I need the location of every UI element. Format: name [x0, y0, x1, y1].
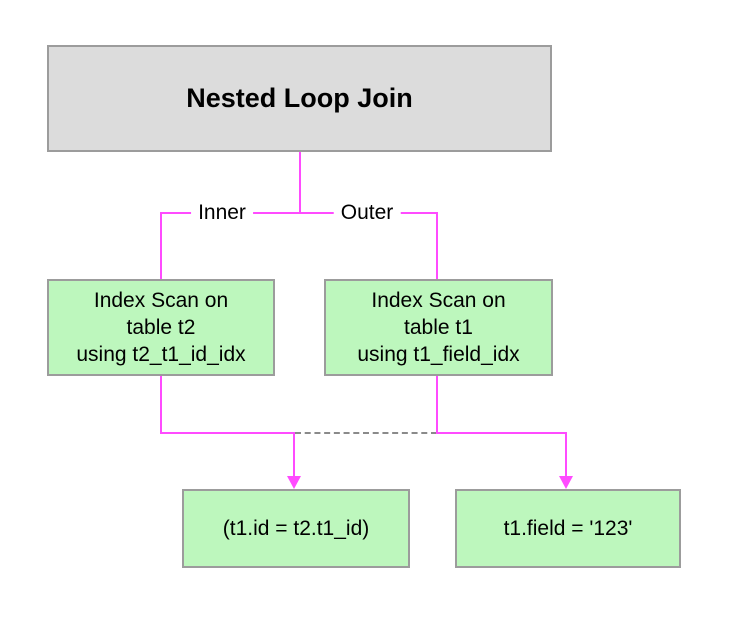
edge-label-outer: Outer	[333, 201, 401, 225]
join-condition-label: (t1.id = t2.t1_id)	[222, 516, 370, 540]
edge-label-inner: Inner	[191, 201, 253, 225]
arrowhead-filter-condition	[559, 476, 573, 489]
connector-label-rail	[160, 212, 438, 214]
filter-condition-label: t1.field = '123'	[503, 516, 633, 540]
index-scan-t2-line3: using t2_t1_id_idx	[76, 343, 246, 366]
join-condition-node: (t1.id = t2.t1_id)	[182, 489, 410, 568]
connector-root-drop	[299, 152, 301, 214]
index-scan-t2-node: Index Scan on table t2 using t2_t1_id_id…	[47, 279, 275, 376]
index-scan-t1-line3: using t1_field_idx	[357, 343, 520, 366]
connector-inner-scan-down	[160, 376, 162, 434]
connector-inner-drop	[160, 212, 162, 279]
index-scan-t1-node: Index Scan on table t1 using t1_field_id…	[324, 279, 553, 376]
connector-outer-scan-down	[436, 376, 438, 434]
filter-condition-node: t1.field = '123'	[455, 489, 681, 568]
index-scan-t1-line2: table t1	[404, 316, 473, 339]
connector-outer-scan-across	[436, 432, 566, 434]
connector-outer-drop	[436, 212, 438, 279]
connector-join-cond-drop	[293, 432, 295, 477]
dashed-link-line	[295, 432, 437, 434]
connector-inner-scan-across	[160, 432, 295, 434]
index-scan-t1-line1: Index Scan on	[371, 289, 506, 312]
index-scan-t2-line1: Index Scan on	[93, 289, 229, 312]
nested-loop-join-node: Nested Loop Join	[47, 45, 552, 152]
arrowhead-join-condition	[287, 476, 301, 489]
nested-loop-join-label: Nested Loop Join	[186, 83, 413, 113]
connector-filter-cond-drop	[565, 432, 567, 477]
index-scan-t2-line2: table t2	[126, 316, 196, 339]
